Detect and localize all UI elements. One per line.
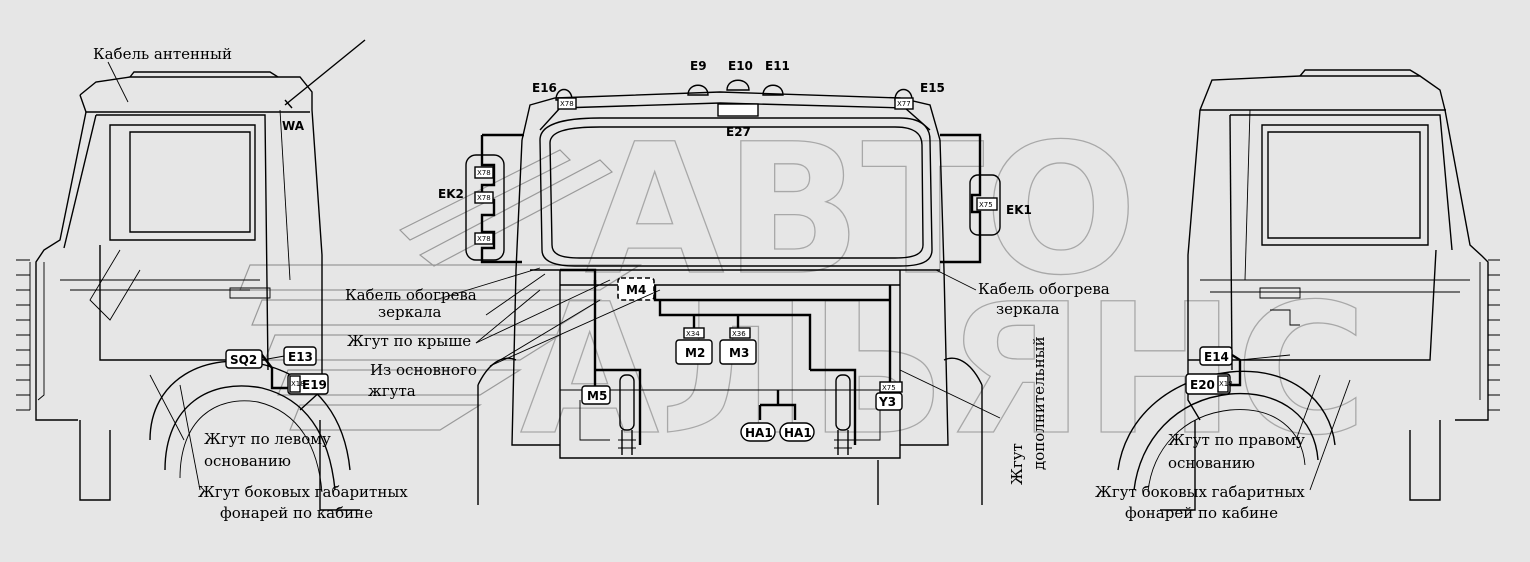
mirror-heat-right-caption-1: Кабель обогрева bbox=[978, 280, 1110, 298]
sq2-box: SQ2 bbox=[225, 349, 263, 369]
ha1-box-left: HA1 bbox=[740, 422, 776, 442]
right-cab-grille bbox=[1488, 259, 1500, 411]
main-harness-caption-1: Из основного bbox=[370, 361, 477, 379]
e13-box: E13 bbox=[283, 346, 317, 366]
center-harness bbox=[560, 268, 892, 445]
svg-text:Y3: Y3 bbox=[878, 395, 896, 409]
e11-label: E11 bbox=[765, 59, 790, 73]
additional-harness-caption-2: дополнительный bbox=[1030, 336, 1048, 470]
e16-label: E16 bbox=[532, 81, 557, 95]
ha1-box-right: HA1 bbox=[779, 422, 815, 442]
right-base-caption-1: Жгут по правому bbox=[1168, 431, 1305, 449]
right-base-caption-2: основанию bbox=[1168, 454, 1255, 472]
svg-text:M4: M4 bbox=[626, 283, 646, 297]
svg-text:X78: X78 bbox=[477, 235, 491, 243]
left-base-caption-1: Жгут по левому bbox=[204, 430, 331, 448]
m4-box: M4 bbox=[617, 277, 655, 301]
svg-text:X78: X78 bbox=[560, 100, 574, 108]
svg-text:E13: E13 bbox=[288, 350, 313, 364]
svg-text:X18: X18 bbox=[1219, 380, 1233, 388]
svg-text:X18: X18 bbox=[291, 380, 305, 388]
mirror-heat-left-caption-2: зеркала bbox=[378, 303, 442, 321]
e14-box: E14 bbox=[1199, 346, 1233, 366]
side-lamps-left-caption-2: фонарей по кабине bbox=[220, 504, 373, 522]
svg-text:E20: E20 bbox=[1190, 378, 1215, 392]
e9-label: E9 bbox=[690, 59, 707, 73]
watermark-text-1: АВТО bbox=[585, 106, 1137, 315]
y3-box: X75 Y3 bbox=[875, 381, 903, 411]
antenna-cable-caption: Кабель антенный bbox=[93, 45, 232, 63]
svg-text:E14: E14 bbox=[1204, 350, 1229, 364]
m3-box: X36 M3 bbox=[719, 327, 757, 365]
side-lamps-right-caption-2: фонарей по кабине bbox=[1125, 504, 1278, 522]
svg-text:X36: X36 bbox=[732, 330, 746, 338]
side-lamps-right-caption-1: Жгут боковых габаритных bbox=[1095, 483, 1305, 501]
m5-box: M5 bbox=[581, 385, 611, 405]
left-base-caption-2: основанию bbox=[204, 452, 291, 470]
captions: Кабель антенный Кабель обогрева зеркала … bbox=[93, 45, 1305, 522]
right-base-harness bbox=[1230, 353, 1242, 387]
roof-harness-caption: Жгут по крыше bbox=[347, 332, 471, 350]
right-mirror-ek1: X75 bbox=[940, 133, 1001, 264]
svg-text:X75: X75 bbox=[979, 201, 993, 209]
antenna bbox=[284, 39, 366, 106]
svg-text:X34: X34 bbox=[686, 330, 700, 338]
leader-lines bbox=[107, 61, 1351, 491]
svg-text:X75: X75 bbox=[882, 384, 896, 392]
e20-box: E20 X18 bbox=[1185, 373, 1233, 395]
left-cab-grille bbox=[16, 259, 30, 411]
e10-label: E10 bbox=[728, 59, 753, 73]
svg-text:HA1: HA1 bbox=[784, 426, 812, 440]
svg-text:M2: M2 bbox=[685, 346, 705, 360]
wa-label: WA bbox=[282, 119, 305, 133]
left-cab-side-view bbox=[16, 39, 366, 511]
e15-label: E15 bbox=[920, 81, 945, 95]
main-harness-caption-2: жгута bbox=[368, 382, 416, 400]
svg-text:M3: M3 bbox=[729, 346, 749, 360]
e27-label: E27 bbox=[726, 125, 751, 139]
side-lamps-left-caption-1: Жгут боковых габаритных bbox=[198, 483, 408, 501]
svg-text:X77: X77 bbox=[897, 100, 911, 108]
watermark-logo-mark bbox=[239, 149, 643, 431]
svg-text:HA1: HA1 bbox=[745, 426, 773, 440]
ek2-label: EK2 bbox=[438, 187, 464, 201]
svg-text:E19: E19 bbox=[302, 378, 327, 392]
mirror-heat-right-caption-2: зеркала bbox=[996, 300, 1060, 318]
rear-lamp-posts bbox=[618, 374, 852, 455]
right-cab-side-view bbox=[1117, 69, 1500, 511]
ek1-label: EK1 bbox=[1006, 203, 1032, 217]
svg-text:M5: M5 bbox=[587, 389, 607, 403]
left-mirror-ek2: X78 X78 X78 bbox=[465, 133, 524, 264]
svg-text:X78: X78 bbox=[477, 169, 491, 177]
center-cab-view: X78 X77 X78 X78 X78 X75 bbox=[465, 79, 1001, 505]
svg-text:SQ2: SQ2 bbox=[230, 353, 257, 367]
mirror-heat-left-caption-1: Кабель обогрева bbox=[345, 286, 477, 304]
additional-harness-caption-1: Жгут bbox=[1008, 443, 1026, 485]
m2-box: X34 M2 bbox=[675, 327, 713, 365]
e19-box: X18 E19 bbox=[287, 373, 329, 395]
svg-text:X78: X78 bbox=[477, 194, 491, 202]
